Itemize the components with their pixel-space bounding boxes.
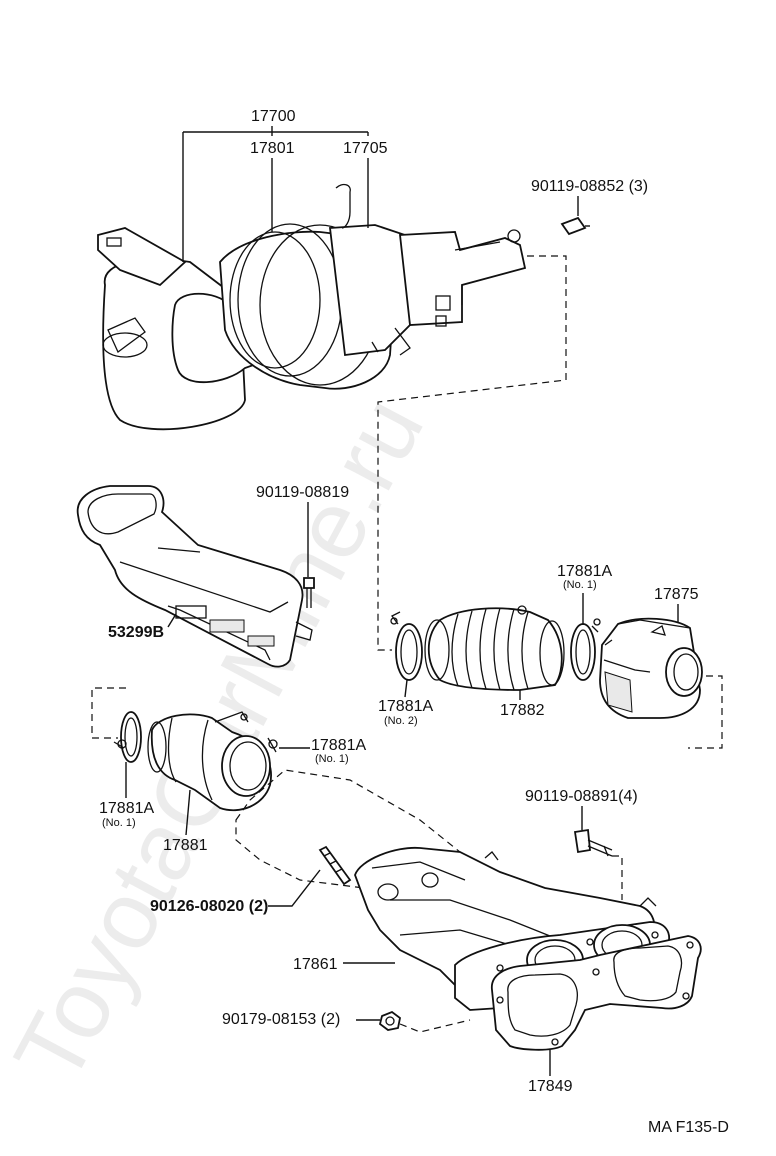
air-cleaner-assembly [97, 183, 527, 431]
nut-90179-08153 [378, 1010, 401, 1031]
label-17849: 17849 [528, 1078, 573, 1095]
clamp-17881a-no2 [390, 611, 423, 681]
resonator-17875 [599, 617, 703, 719]
label-17700: 17700 [251, 108, 296, 125]
label-17882: 17882 [500, 702, 545, 719]
dashed-link-left [91, 687, 126, 739]
label-53299b: 53299B [108, 624, 164, 641]
label-17881: 17881 [163, 837, 208, 854]
clamp-17881a-top [570, 618, 601, 681]
dashed-outline-duct [235, 769, 472, 891]
label-17881a-no2: 17881A [378, 698, 433, 715]
label-90179-08153: 90179-08153 (2) [222, 1011, 340, 1028]
label-17881a-left-sub: (No. 1) [102, 817, 136, 829]
label-90119-08819: 90119-08819 [256, 484, 349, 501]
hose-17882 [424, 605, 565, 691]
label-90126-08020: 90126-08020 (2) [150, 898, 268, 915]
gasket-17849 [491, 935, 702, 1051]
label-17801: 17801 [250, 140, 295, 157]
label-17861: 17861 [293, 956, 338, 973]
dashed-link-resonator [688, 675, 723, 749]
label-group-17700: 17700 17801 17705 [182, 108, 388, 262]
label-17875: 17875 [654, 586, 699, 603]
label-17881a-mid: 17881A [311, 737, 366, 754]
stud-90126-08020 [318, 845, 352, 886]
dashed-link-nut [399, 1019, 471, 1033]
bolt-90119-08891 [573, 828, 613, 857]
duct-53299b [76, 485, 313, 668]
clamp-17881a-mid [267, 737, 278, 753]
bolt-90119-08852: 90119-08852 (3) [531, 178, 648, 236]
clamp-17881a-left [113, 711, 142, 763]
bolt-90119-08819: 90119-08819 [256, 484, 349, 608]
label-17705: 17705 [343, 140, 388, 157]
dashed-link-cleaner [377, 255, 567, 651]
diagram-code: MA F135-D [648, 1119, 729, 1136]
label-17881a-mid-sub: (No. 1) [315, 753, 349, 765]
label-17881a-top: 17881A [557, 563, 612, 580]
label-90119-08891: 90119-08891(4) [525, 788, 638, 805]
label-90119-08852: 90119-08852 (3) [531, 178, 648, 195]
label-17881a-top-sub: (No. 1) [563, 579, 597, 591]
label-17881a-no2-sub: (No. 2) [384, 715, 418, 727]
label-17881a-left: 17881A [99, 800, 154, 817]
elbow-hose-17881 [147, 711, 272, 812]
dashed-link-bolt [612, 855, 623, 900]
